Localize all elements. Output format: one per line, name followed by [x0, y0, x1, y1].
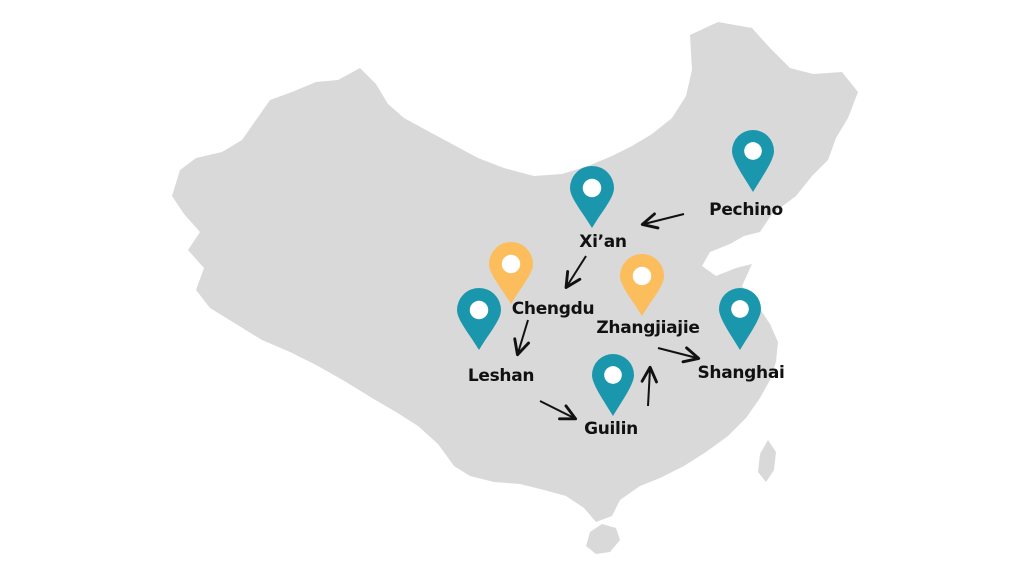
map-marker-icon-guilin — [592, 354, 634, 416]
map-marker-hole-zhangjiajie — [632, 266, 652, 286]
city-label-xian: Xi’an — [579, 232, 626, 252]
route-arrow-leshan-guilin — [539, 400, 578, 421]
city-label-pechino: Pechino — [709, 200, 783, 220]
map-marker-hole-guilin — [604, 366, 622, 384]
map-marker-body-shanghai — [719, 288, 761, 350]
map-marker-hole-xian — [582, 178, 602, 198]
map-marker-hole-pechino — [744, 142, 762, 160]
city-label-zhangjiajie: Zhangjiajie — [596, 318, 699, 338]
map-marker-icon-chengdu — [489, 242, 533, 304]
city-label-chengdu: Chengdu — [512, 299, 595, 319]
map-marker-hole-chengdu — [501, 254, 521, 274]
taiwan-island — [758, 440, 776, 482]
map-marker-body-pechino — [732, 130, 774, 192]
map-marker-icon-shanghai — [719, 288, 761, 350]
route-arrow-chengdu-leshan — [513, 319, 530, 357]
map-marker-icon-zhangjiajie — [620, 254, 664, 316]
map-marker-icon-leshan — [457, 288, 501, 350]
map-marker-hole-leshan — [469, 300, 489, 320]
map-marker-hole-shanghai — [731, 300, 749, 318]
route-arrow-guilin-zhangjiajie — [640, 365, 658, 407]
route-arrows — [513, 212, 701, 421]
map-marker-body-guilin — [592, 354, 634, 416]
route-arrow-zhangjiajie-shanghai — [657, 346, 701, 364]
hainan-island — [586, 524, 620, 554]
city-label-shanghai: Shanghai — [697, 363, 784, 383]
route-arrow-pechino-xian — [640, 212, 685, 230]
route-arrow-xian-chengdu — [564, 255, 587, 289]
map-marker-icon-pechino — [732, 130, 774, 192]
map-marker-icon-xian — [570, 166, 614, 228]
city-pins — [457, 130, 774, 416]
city-labels: Pechino Xi’an Chengdu Leshan Zhangjiajie… — [468, 200, 785, 439]
city-label-leshan: Leshan — [468, 366, 534, 386]
city-label-guilin: Guilin — [584, 419, 638, 439]
